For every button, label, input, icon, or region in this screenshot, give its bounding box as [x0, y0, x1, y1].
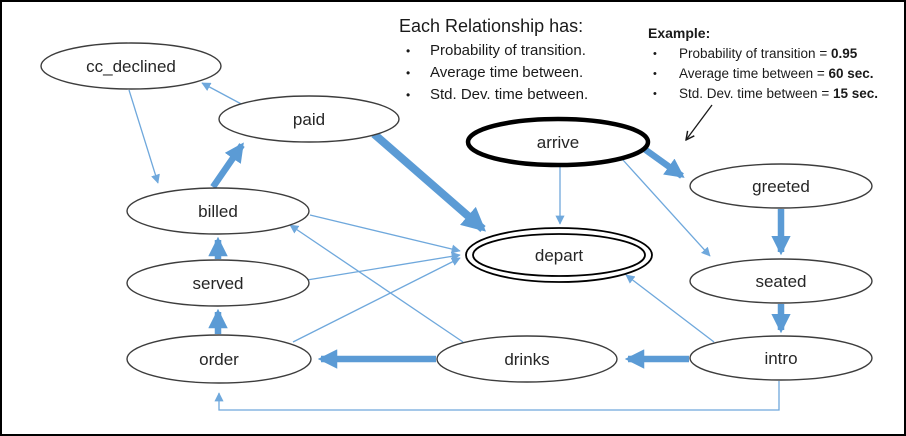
example-item-value: 15 sec. [832, 86, 878, 101]
example-pointer-arrow [686, 104, 713, 140]
node-label-depart: depart [535, 246, 583, 265]
edge-served-depart [306, 251, 461, 281]
example-item-label: Average time between = [679, 66, 829, 81]
example-annotation: Example: • Probability of transition = 0… [648, 24, 883, 104]
node-label-greeted: greeted [752, 177, 810, 196]
legend-item: • Average time between. [399, 62, 634, 84]
example-item: • Probability of transition = 0.95 [648, 44, 883, 64]
example-item: • Std. Dev. time between = 15 sec. [648, 84, 883, 104]
edge-intro-order [214, 381, 780, 411]
edge-billed-depart [309, 214, 461, 254]
example-item: • Average time between = 60 sec. [648, 64, 883, 84]
edge-arrive-greeted [641, 145, 685, 179]
node-label-drinks: drinks [504, 350, 549, 369]
node-intro: intro [689, 335, 873, 381]
bullet-icon: • [406, 66, 411, 80]
example-item-value: 60 sec. [828, 66, 874, 81]
edge-cc_declined-billed [128, 89, 160, 184]
example-item-value: 0.95 [830, 46, 858, 61]
bullet-icon: • [406, 88, 411, 102]
edge-order-depart [292, 257, 461, 343]
node-paid: paid [218, 95, 400, 143]
legend-list: • Probability of transition. • Average t… [399, 40, 634, 106]
legend-item: • Probability of transition. [399, 40, 634, 62]
legend-item-text: Std. Dev. time between. [430, 86, 589, 103]
example-title: Example: [648, 24, 883, 42]
example-item-label: Probability of transition = [679, 46, 831, 61]
edge-drinks-billed [289, 224, 464, 343]
bullet-icon: • [406, 44, 411, 58]
node-cc_declined: cc_declined [40, 42, 222, 90]
node-label-order: order [199, 350, 239, 369]
node-label-billed: billed [198, 202, 238, 221]
example-item-label: Std. Dev. time between = [679, 86, 833, 101]
legend-item: • Std. Dev. time between. [399, 84, 634, 106]
edge-paid-depart [371, 130, 487, 233]
node-greeted: greeted [689, 163, 873, 209]
node-order: order [126, 334, 312, 384]
node-label-paid: paid [293, 110, 325, 129]
edge-billed-paid [210, 142, 245, 189]
node-label-arrive: arrive [537, 133, 580, 152]
node-label-cc_declined: cc_declined [86, 57, 176, 76]
node-billed: billed [126, 187, 310, 235]
legend-item-text: Probability of transition. [430, 42, 586, 59]
edge-intro-depart [625, 274, 715, 343]
relationship-legend: Each Relationship has: • Probability of … [399, 14, 634, 106]
example-title-text: Example [648, 25, 706, 41]
node-arrive: arrive [465, 116, 651, 168]
node-label-intro: intro [764, 349, 797, 368]
node-label-served: served [192, 274, 243, 293]
bullet-icon: • [653, 68, 657, 80]
example-title-colon: : [705, 25, 711, 41]
node-seated: seated [689, 258, 873, 304]
node-depart: depart [465, 227, 653, 283]
edge-arrive-seated [622, 159, 711, 257]
node-label-seated: seated [755, 272, 806, 291]
example-list: • Probability of transition = 0.95 • Ave… [648, 44, 883, 104]
legend-item-text: Average time between. [430, 64, 584, 81]
bullet-icon: • [653, 88, 657, 100]
node-served: served [126, 259, 310, 307]
bullet-icon: • [653, 48, 657, 60]
edge-paid-cc_declined [201, 82, 246, 107]
legend-title: Each Relationship has: [399, 16, 584, 36]
node-drinks: drinks [436, 335, 618, 383]
